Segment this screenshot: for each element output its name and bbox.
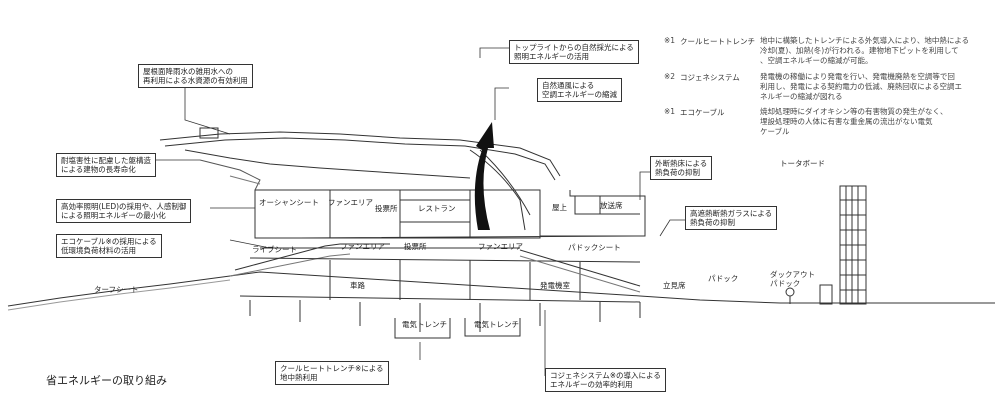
note-3-mark: ※1 [664,107,676,116]
label-generator: 発電機室 [540,280,570,290]
label-vote-mid: 投票所 [404,241,427,251]
callout-toplight: トップライトからの自然採光による 照明エネルギーの活用 [509,40,639,64]
ground-line [7,271,995,307]
label-broadcast: 放送席 [600,200,623,210]
label-ocean-seat: オーシャンシート [259,198,319,207]
label-trench-left: 電気トレンチ [402,319,447,329]
callout-led: 高効率照明(LED)の採用や、人感制御 による照明エネルギーの最小化 [56,199,192,223]
note-2-title: コジェネシステム [680,73,740,82]
callout-natural-vent: 自然通風による 空調エネルギーの縮減 [537,78,622,102]
ground-hatch [7,279,231,311]
diagram-caption: 省エネルギーの取り組み [46,374,167,387]
note-1-body: 地中に構築したトレンチによる外気導入により、地中熱による 冷却(夏)、加熱(冬)… [760,36,970,65]
natural-vent-arrow [474,122,494,230]
label-paddock-seat: パドックシート [568,243,621,252]
callout-glass: 高遮熱断熱ガラスによる 熱負荷の抑制 [685,206,778,230]
label-view-seat: 立見席 [663,280,686,290]
note-3-body: 焼却処理時にダイオキシン等の有害物質の発生がなく、 埋設処理時の人体に有害な重金… [760,107,948,136]
callout-cool-trench: クールヒートトレンチ※による 地中熱利用 [275,361,389,385]
note-3-title: エコケーブル [680,108,725,117]
label-duckout: ダックアウト パドック [770,270,815,288]
note-2-body: 発電機の稼働により発電を行い、発電機廃熱を空調等で回 利用し、発電による契約電力… [760,72,963,101]
callout-rain: 屋根面降雨水の雑用水への 再利用による水資源の有効利用 [138,64,253,88]
label-fan-area-right: ファンエリア [478,242,523,251]
label-live-seat: ライブシート [252,244,297,254]
callout-insulation: 外断熱床による 熱負荷の抑制 [650,156,713,180]
label-trench-right: 電気トレンチ [474,319,519,329]
callout-ecocable: エコケーブル※の採用による 低環境負荷材料の活用 [56,234,162,258]
callout-cogen: コジェネシステム※の導入による エネルギーの効率的利用 [545,368,666,392]
label-restaurant: レストラン [418,204,456,213]
label-fan-area-upper: ファンエリア [328,198,373,207]
label-tote-board: トータボード [780,159,825,168]
label-turf-seat: ターフシート [94,285,139,294]
label-vote-upper: 投票所 [375,203,398,213]
note-2-mark: ※2 [664,72,676,81]
label-rooftop: 屋上 [552,203,567,212]
label-road: 車路 [350,280,365,290]
label-fan-area-mid: ファンエリア [340,242,385,251]
callout-durable: 耐塩害性に配慮した躯構造 による建物の長寿命化 [56,153,156,177]
note-1-title: クールヒートトレンチ [680,37,755,46]
label-paddock: パドック [708,274,738,283]
note-1-mark: ※1 [664,36,676,45]
roof-line [159,131,561,177]
